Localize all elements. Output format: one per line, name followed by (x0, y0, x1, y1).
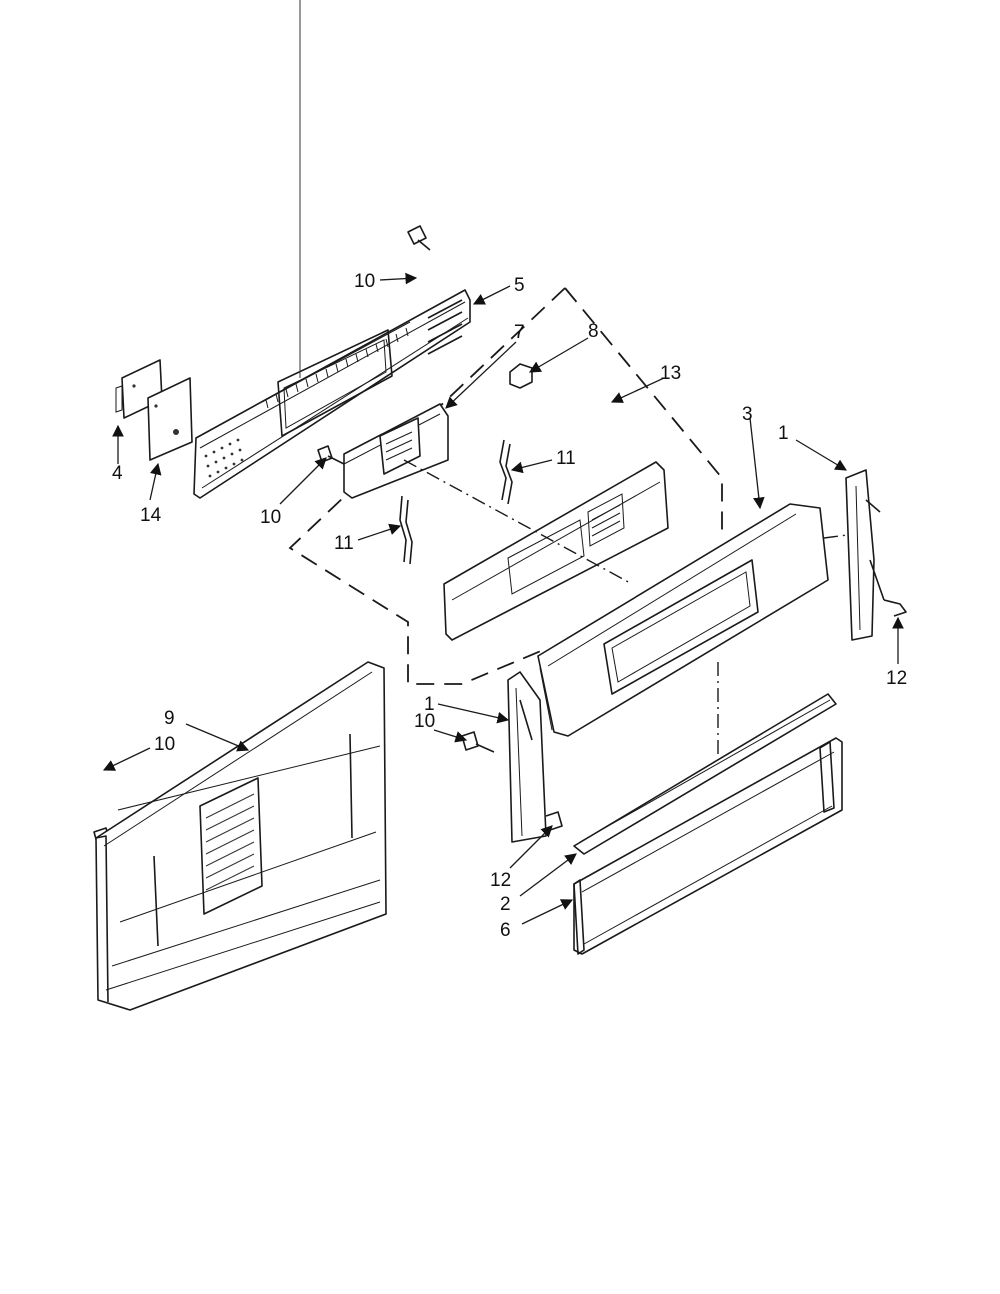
bracket-left (545, 811, 563, 831)
small-clip (509, 363, 533, 389)
callout-c2: 5 (514, 275, 525, 296)
dashed-assembly-outline (288, 287, 723, 685)
callout-c7: 1 (778, 423, 789, 444)
callout-c15: 10 (154, 734, 175, 755)
callout-c16: 1 (424, 694, 435, 715)
screw-lower (461, 731, 495, 753)
callout-c4: 8 (588, 321, 599, 342)
callout-c11: 11 (556, 448, 576, 469)
bracket-right (883, 599, 907, 617)
callout-c12: 11 (334, 533, 354, 554)
control-panel-frame (193, 0, 471, 499)
callout-c6: 3 (742, 404, 753, 425)
wire-harness-upper (499, 439, 513, 505)
callout-c8: 4 (112, 463, 123, 484)
callout-c17: 10 (414, 711, 435, 732)
bracket-and-board (115, 359, 193, 461)
callout-c19: 2 (500, 894, 511, 915)
trim-strip (573, 693, 837, 855)
callout-c9: 14 (140, 505, 162, 526)
callout-c20: 6 (500, 920, 511, 941)
screw-top (407, 225, 431, 251)
console-panel (537, 503, 829, 737)
rear-panel (95, 661, 387, 1011)
callout-c10: 10 (260, 507, 281, 528)
control-module (343, 403, 449, 499)
callout-labels: 10 5 7 8 13 3 1 4 14 10 11 11 12 9 10 1 … (112, 271, 907, 941)
base-support (573, 737, 843, 955)
callout-c1: 10 (354, 271, 375, 292)
callout-c13: 12 (886, 668, 907, 689)
callout-c14: 9 (164, 708, 175, 729)
callout-c5: 13 (660, 363, 681, 384)
control-board-panel (443, 461, 669, 641)
vent-dots (204, 438, 244, 478)
callout-c3: 7 (514, 322, 525, 343)
leader-lines (102, 272, 904, 925)
end-cap-right (845, 469, 885, 641)
wire-harness-lower (399, 495, 413, 565)
end-cap-left (507, 671, 547, 843)
alignment-line-1 (403, 459, 633, 585)
callout-c18: 12 (490, 870, 511, 891)
